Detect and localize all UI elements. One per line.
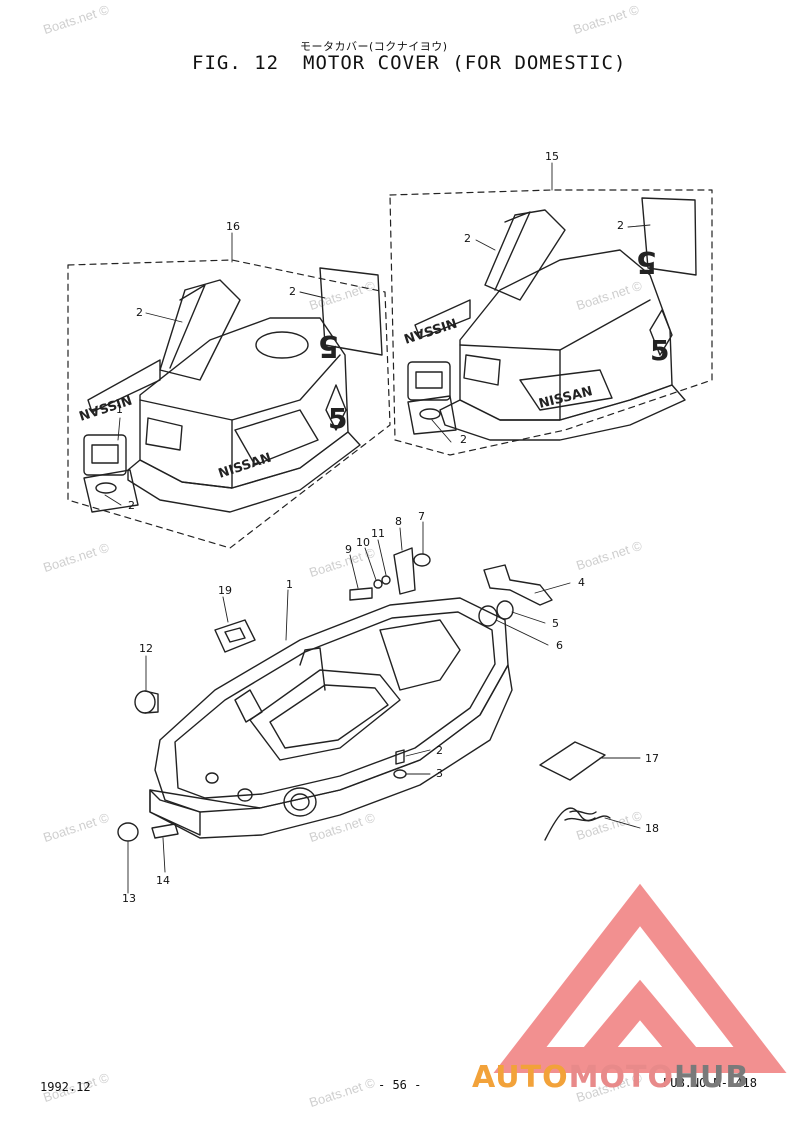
footer-date: 1992.12	[40, 1080, 91, 1094]
page-title: MOTOR COVER (FOR DOMESTIC)	[303, 52, 627, 74]
japanese-title: モータカバー(コクナイヨウ)	[300, 40, 448, 53]
motor-cover-right	[407, 197, 697, 441]
part-7-ring	[413, 553, 431, 567]
callout-2: 2	[617, 219, 624, 232]
callout-7: 7	[418, 510, 425, 523]
callout-9: 9	[345, 543, 352, 556]
callout-16: 16	[226, 220, 240, 233]
brand-part-auto: AUTO	[472, 1060, 569, 1095]
callout-15: 15	[545, 150, 559, 163]
part-12-plug	[134, 690, 156, 714]
model-number-decal-text: 5	[318, 328, 339, 363]
model-number-text: 5	[328, 402, 347, 435]
figure-label: FIG. 12	[192, 52, 280, 74]
nissan-logo-text: NISSAN	[217, 451, 274, 482]
model-number-text: 5	[650, 334, 669, 367]
callout-10: 10	[356, 536, 370, 549]
part-10-washer	[373, 579, 383, 589]
callout-13: 13	[122, 892, 136, 905]
callout-12: 12	[139, 642, 153, 655]
callout-18: 18	[645, 822, 659, 835]
model-number-decal-text: 5	[636, 244, 657, 279]
callout-2: 2	[289, 285, 296, 298]
callout-2: 2	[436, 744, 443, 757]
callout-5: 5	[552, 617, 559, 630]
nissan-logo-text: NISSAN	[537, 384, 594, 412]
part-11-washer	[381, 575, 391, 585]
part-13-plug	[117, 822, 139, 842]
callout-2: 2	[136, 306, 143, 319]
part-19-grommet	[214, 619, 256, 653]
part-9-bolt	[349, 587, 373, 601]
brand-part-moto: MOTO	[568, 1060, 674, 1095]
callout-8: 8	[395, 515, 402, 528]
part-14-bracket	[151, 823, 179, 839]
part-6-bush	[478, 605, 498, 627]
part-5-bush	[496, 600, 514, 620]
callout-14: 14	[156, 874, 170, 887]
nissan-mirror-text: NISSAN	[77, 391, 134, 422]
callout-2: 2	[128, 499, 135, 512]
footer-page-number: - 56 -	[378, 1078, 422, 1092]
assembly-16-boundary	[67, 259, 391, 549]
callout-1: 1	[116, 403, 123, 416]
part-3-washer	[393, 769, 407, 779]
part-17-pad	[539, 741, 606, 781]
callout-2: 2	[460, 433, 467, 446]
motor-cover-left	[83, 267, 383, 513]
callout-4: 4	[578, 576, 585, 589]
brand-part-hub: HUB	[673, 1060, 750, 1095]
part-8-lever	[393, 547, 416, 595]
callout-17: 17	[645, 752, 659, 765]
part-4-clamp-lever	[483, 564, 553, 606]
automotohub-wordmark: AUTOMOTOHUB	[472, 1060, 749, 1095]
part-2-screw	[395, 749, 405, 765]
footer-publication-number: PUB.NO.M-1418	[663, 1076, 757, 1090]
callout-19: 19	[218, 584, 232, 597]
callout-2: 2	[464, 232, 471, 245]
callout-1: 1	[286, 578, 293, 591]
callout-11: 11	[371, 527, 385, 540]
callout-6: 6	[556, 639, 563, 652]
callout-3: 3	[436, 767, 443, 780]
bottom-cowl	[149, 597, 513, 839]
assembly-15-boundary	[389, 189, 713, 456]
part-18-spring	[544, 807, 611, 841]
